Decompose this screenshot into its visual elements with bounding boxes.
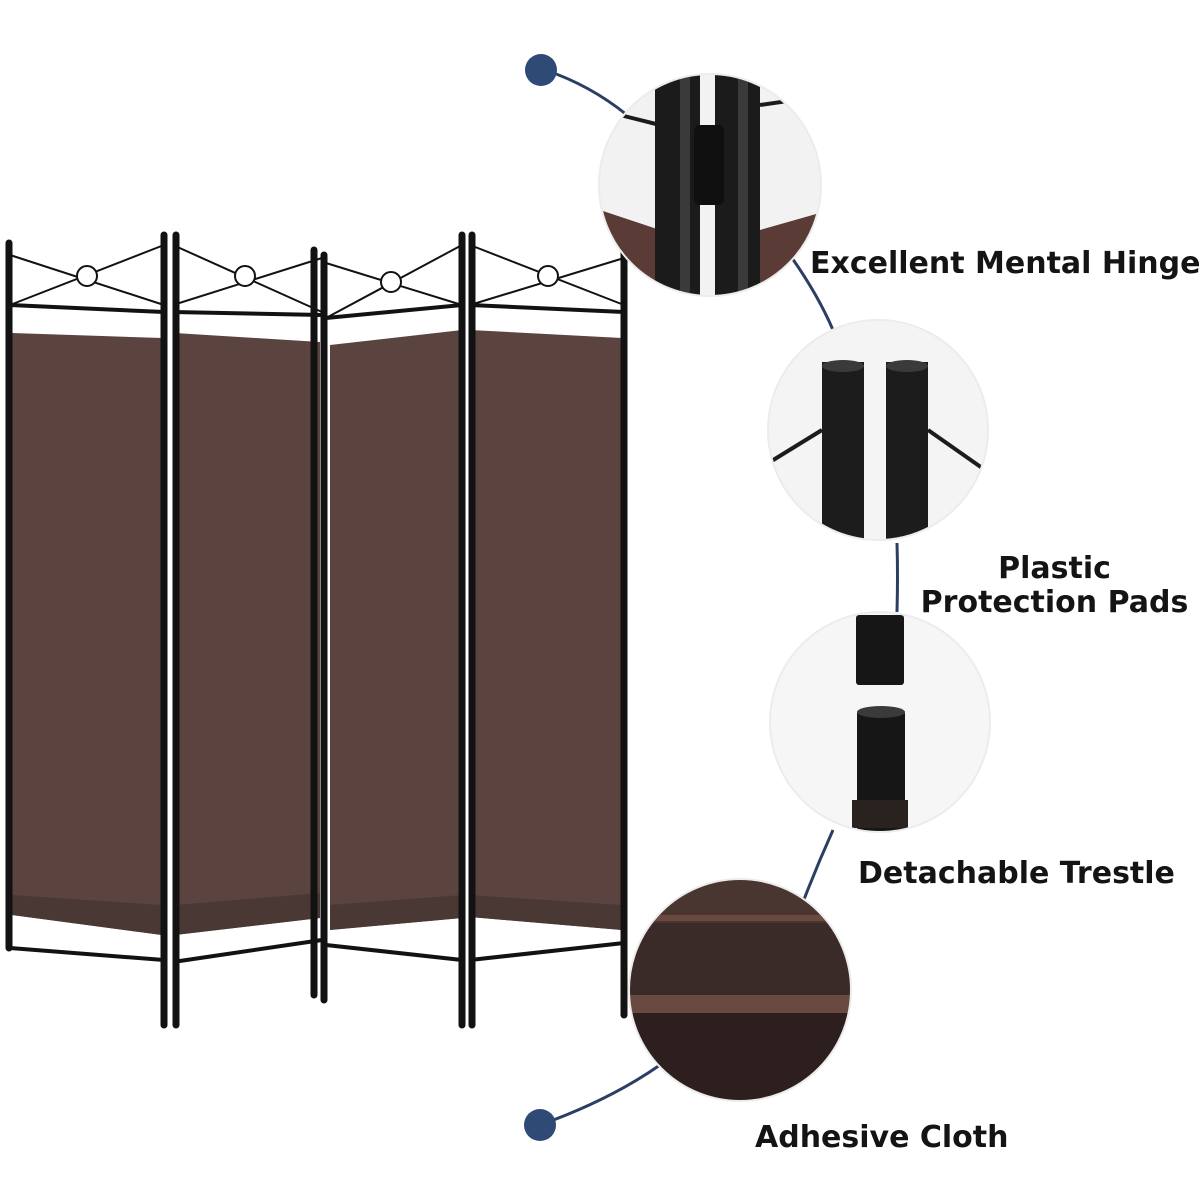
hinge-detail-image <box>598 73 822 297</box>
top-dot-icon <box>525 54 557 86</box>
pads-detail-image <box>767 319 989 541</box>
cloth-detail-image <box>628 878 852 1102</box>
fabric-panel-1 <box>12 333 162 935</box>
fabric-panel-2 <box>175 333 320 935</box>
hinge-label: Excellent Mental Hinge <box>810 246 1200 281</box>
fabric-panel-3 <box>330 330 462 930</box>
fabric-panel-4 <box>470 330 622 930</box>
trestle-label: Detachable Trestle <box>858 856 1175 891</box>
folding-screen <box>5 231 628 1029</box>
bottom-dot-icon <box>524 1109 556 1141</box>
trestle-detail-image <box>769 611 991 833</box>
pads-label: Plastic Protection Pads <box>920 551 1189 620</box>
cloth-label: Adhesive Cloth <box>755 1120 1009 1155</box>
